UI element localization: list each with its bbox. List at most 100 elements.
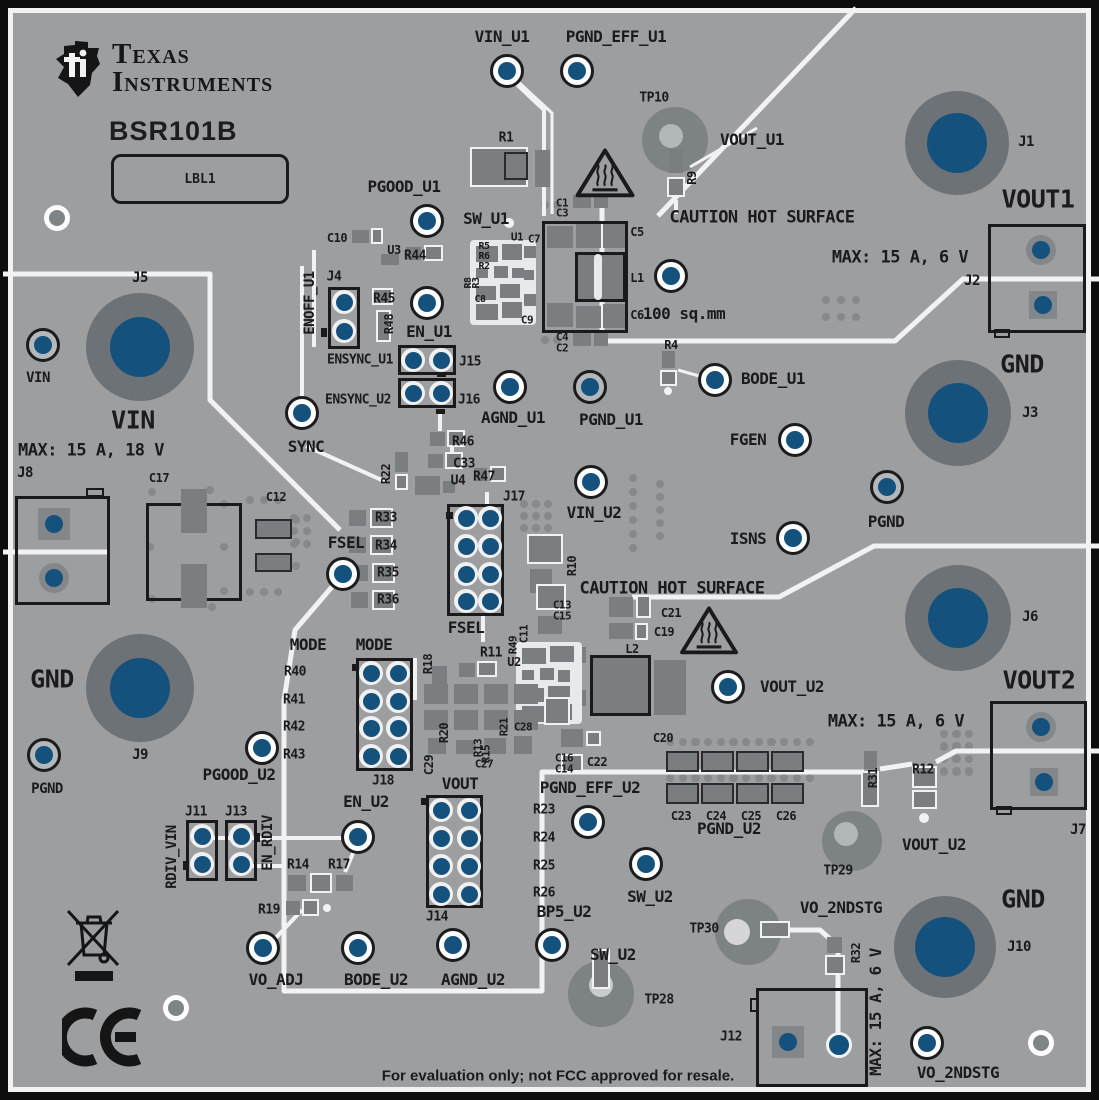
jumper-pin-hole <box>432 885 450 903</box>
component-pad <box>310 873 332 893</box>
silkscreen-label: CAUTION HOT SURFACE <box>579 578 765 599</box>
test-point-hole <box>581 378 599 396</box>
via-dot <box>628 501 638 511</box>
silkscreen-label: SW_U1 <box>463 209 509 228</box>
via-dot <box>531 511 541 521</box>
component-pad <box>445 452 463 469</box>
jumper-pin-hole <box>389 692 407 710</box>
component-pad <box>666 783 699 804</box>
jumper-pin-hole <box>335 322 353 340</box>
jumper-header <box>426 795 483 908</box>
jumper-pin-hole <box>457 592 475 610</box>
mask-dot <box>919 813 929 823</box>
silkscreen-label: R42 <box>283 719 305 735</box>
power-pad <box>110 317 170 377</box>
via-dot <box>767 773 776 783</box>
via-dot <box>952 754 961 764</box>
connector-pad-hole <box>1032 718 1050 736</box>
silkscreen-label: VOUT1 <box>1001 184 1075 214</box>
silkscreen-label: VIN <box>26 370 50 386</box>
via-dot <box>836 312 846 322</box>
silkscreen-label: BODE_U1 <box>741 369 805 388</box>
test-point-hole <box>254 939 272 957</box>
label-box-text: LBL1 <box>184 171 216 187</box>
silkscreen-label: R48 <box>382 313 396 335</box>
connector-tab <box>994 329 1010 338</box>
component-pad <box>376 310 391 342</box>
component-pad <box>669 149 683 173</box>
test-point-hole <box>35 746 53 764</box>
component-pad <box>484 738 506 754</box>
via-dot <box>729 773 738 783</box>
component-pad <box>395 452 408 472</box>
component-pad <box>372 590 395 610</box>
silkscreen-label: R47 <box>473 469 495 485</box>
component-pad <box>447 430 465 447</box>
silkscreen-label: ENSYNC_U2 <box>325 392 391 408</box>
jumper-pin-hole <box>362 664 380 682</box>
component-pad <box>912 790 937 809</box>
jumper-pin-hole <box>460 857 478 875</box>
silkscreen-label: C26 <box>775 809 797 823</box>
component-pad <box>524 270 534 280</box>
test-point-hole <box>582 473 600 491</box>
power-pad <box>928 588 988 648</box>
via-dot <box>273 495 283 505</box>
component-pad <box>660 370 677 386</box>
via-dot <box>219 542 229 552</box>
via-dot <box>145 542 155 552</box>
silkscreen-label: PGOOD_U2 <box>202 765 276 784</box>
silkscreen-label: R40 <box>284 664 306 680</box>
jumper-pin-hole <box>432 801 450 819</box>
silkscreen-label: EN_U1 <box>406 322 452 341</box>
silkscreen-label: ENOFF_U1 <box>302 271 318 335</box>
component-pad <box>550 646 574 662</box>
silkscreen-label: TP28 <box>644 992 674 1008</box>
via-dot <box>964 754 974 764</box>
silkscreen-label: R41 <box>283 692 305 708</box>
component-pad <box>484 684 508 704</box>
power-pad <box>915 917 975 977</box>
silkscreen-label: J6 <box>1022 609 1038 625</box>
component-pad <box>255 519 292 539</box>
component-pad <box>609 597 633 617</box>
jumper-pin-hole <box>457 565 475 583</box>
via-dot <box>207 602 217 612</box>
via-dot <box>540 335 550 345</box>
component-pad <box>736 751 769 772</box>
silkscreen-label: GND <box>30 664 74 694</box>
silkscreen-label: MAX: 15 A, 6 V <box>866 948 885 1076</box>
via-dot <box>851 295 861 305</box>
silkscreen-label: R31 <box>866 767 880 789</box>
connector <box>990 701 1087 810</box>
component-pad <box>522 670 534 680</box>
silkscreen-label: MAX: 15 A, 6 V <box>831 247 969 268</box>
component-pad <box>494 266 508 278</box>
via-dot <box>964 729 974 739</box>
component-pad <box>547 226 573 248</box>
footer-note: For evaluation only; not FCC approved fo… <box>381 1067 735 1085</box>
component-pad <box>662 351 675 368</box>
component-pad <box>536 584 566 610</box>
via-dot <box>259 587 269 597</box>
silkscreen-label: ENSYNC_U1 <box>327 352 393 368</box>
silkscreen-label: C27 <box>474 757 494 771</box>
silkscreen-label: J10 <box>1007 939 1031 955</box>
component-pad <box>547 303 573 327</box>
silkscreen-label: U3 <box>387 243 401 257</box>
power-pad <box>110 658 170 718</box>
component-pad <box>504 152 528 180</box>
silkscreen-label: J14 <box>426 909 448 925</box>
silkscreen-label: C13 <box>552 598 572 612</box>
component-pad <box>302 899 319 916</box>
silkscreen-label: PGND <box>867 512 905 531</box>
silkscreen-label: R46 <box>452 434 474 450</box>
silkscreen-label: PGND_EFF_U1 <box>565 27 667 46</box>
silkscreen-label: J11 <box>185 804 207 820</box>
connector-pad-hole <box>1032 241 1050 259</box>
connector <box>988 224 1086 333</box>
via-dot <box>678 773 687 783</box>
component-pad <box>912 766 937 788</box>
